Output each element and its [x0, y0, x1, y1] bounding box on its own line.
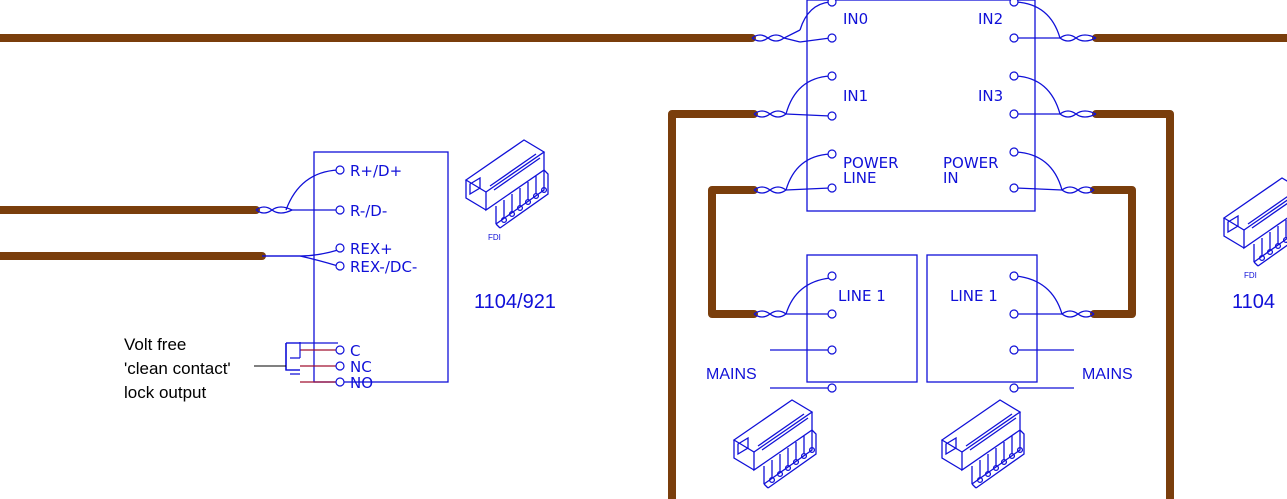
note-line-1: Volt free [124, 335, 186, 354]
terminal-rex-plus: REX+ [350, 240, 393, 258]
connector-bottom-left [733, 399, 817, 489]
wire-in3-loop [1092, 110, 1174, 499]
line-module-left [806, 254, 918, 383]
terminal-rex-minus: REX-/DC- [350, 258, 417, 276]
label-in0: IN0 [843, 10, 868, 28]
label-mains-left: MAINS [706, 366, 757, 383]
reader-wires [262, 169, 339, 371]
wire-power-line-loop [708, 186, 758, 318]
terminal-c: C [350, 342, 360, 360]
controller-box [806, 0, 1036, 212]
label-line1-right: LINE 1 [950, 287, 998, 305]
terminal-nc: NC [350, 358, 372, 376]
note-line-2: 'clean contact' [124, 359, 231, 378]
label-power-in-1: POWER [943, 154, 999, 172]
controller-input-wires [785, 1, 1063, 191]
wire-power-in-loop [1090, 186, 1136, 318]
reader-terminals [335, 165, 345, 387]
terminal-r-minus: R-/D- [350, 202, 387, 220]
connector-right-partial [1223, 177, 1287, 267]
fdi-badge-1: FDI [488, 233, 501, 242]
terminal-r-plus: R+/D+ [350, 162, 402, 180]
label-in2: IN2 [978, 10, 1003, 28]
fdi-badge-2: FDI [1244, 271, 1257, 280]
label-power-line-2: LINE [843, 169, 876, 187]
contact-wires [285, 342, 338, 383]
label-line1-left: LINE 1 [838, 287, 886, 305]
twisted-pairs [255, 29, 1097, 318]
line-module-right [926, 254, 1038, 383]
connector-model-left: 1104/921 [474, 291, 556, 313]
terminal-no: NO [350, 374, 373, 392]
connector-model-right: 1104 [1232, 291, 1275, 313]
connector-1104-921 [465, 139, 549, 229]
label-power-in-2: IN [943, 169, 959, 187]
connector-bottom-right [941, 399, 1025, 489]
reader-module-box [313, 151, 449, 383]
controller-terminals [827, 0, 1019, 193]
label-mains-right: MAINS [1082, 366, 1133, 383]
label-power-line-1: POWER [843, 154, 899, 172]
brown-wires [0, 34, 1287, 499]
note-line-3: lock output [124, 383, 206, 402]
label-in3: IN3 [978, 87, 1003, 105]
label-in1: IN1 [843, 87, 868, 105]
wire-in1-loop [668, 110, 758, 499]
line-module-wires [770, 275, 1074, 389]
line-module-terminals [827, 271, 1019, 393]
